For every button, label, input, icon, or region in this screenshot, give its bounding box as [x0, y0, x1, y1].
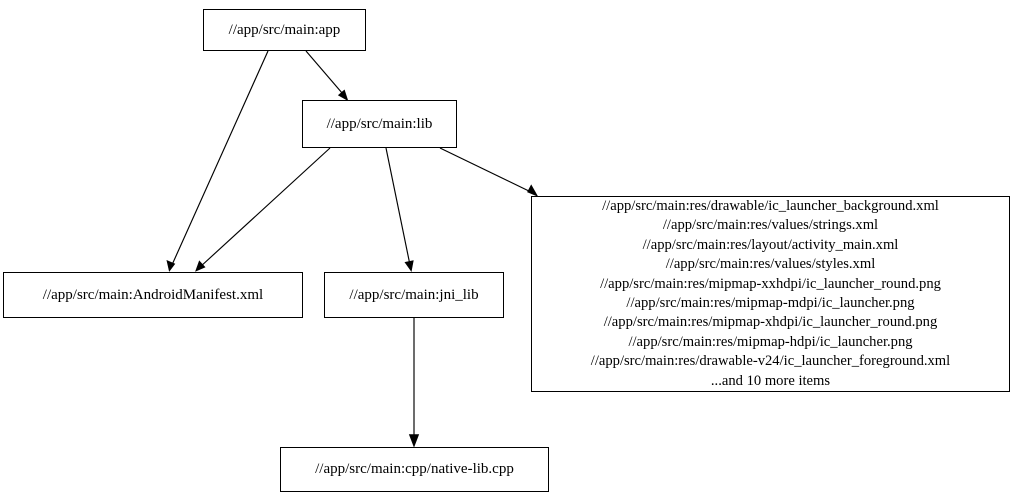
node-app-label: //app/src/main:app [228, 21, 341, 38]
node-native-lib-cpp-label: //app/src/main:cpp/native-lib.cpp [315, 461, 514, 477]
node-lib-label: //app/src/main:lib [326, 115, 433, 132]
node-native-lib-cpp[interactable]: //app/src/main:cpp/native-lib.cpp [280, 447, 549, 492]
node-app[interactable]: //app/src/main:app [203, 9, 366, 51]
edge-lib-to-jni-lib [385, 147, 414, 272]
node-resources-group-label: //app/src/main:res/drawable/ic_launcher_… [590, 197, 951, 389]
edge-lib-to-manifest [195, 147, 331, 272]
node-jni-lib-label: //app/src/main:jni_lib [349, 286, 479, 303]
node-jni-lib[interactable]: //app/src/main:jni_lib [324, 272, 504, 318]
edge-jni-lib-to-native-lib [408, 318, 420, 448]
edge-app-to-manifest [166, 50, 269, 272]
edge-app-to-lib [305, 50, 349, 102]
node-android-manifest[interactable]: //app/src/main:AndroidManifest.xml [3, 272, 303, 318]
node-resources-group[interactable]: //app/src/main:res/drawable/ic_launcher_… [531, 196, 1010, 392]
node-lib[interactable]: //app/src/main:lib [302, 100, 457, 148]
edge-lib-to-resources [439, 147, 539, 197]
node-android-manifest-label: //app/src/main:AndroidManifest.xml [42, 286, 264, 303]
